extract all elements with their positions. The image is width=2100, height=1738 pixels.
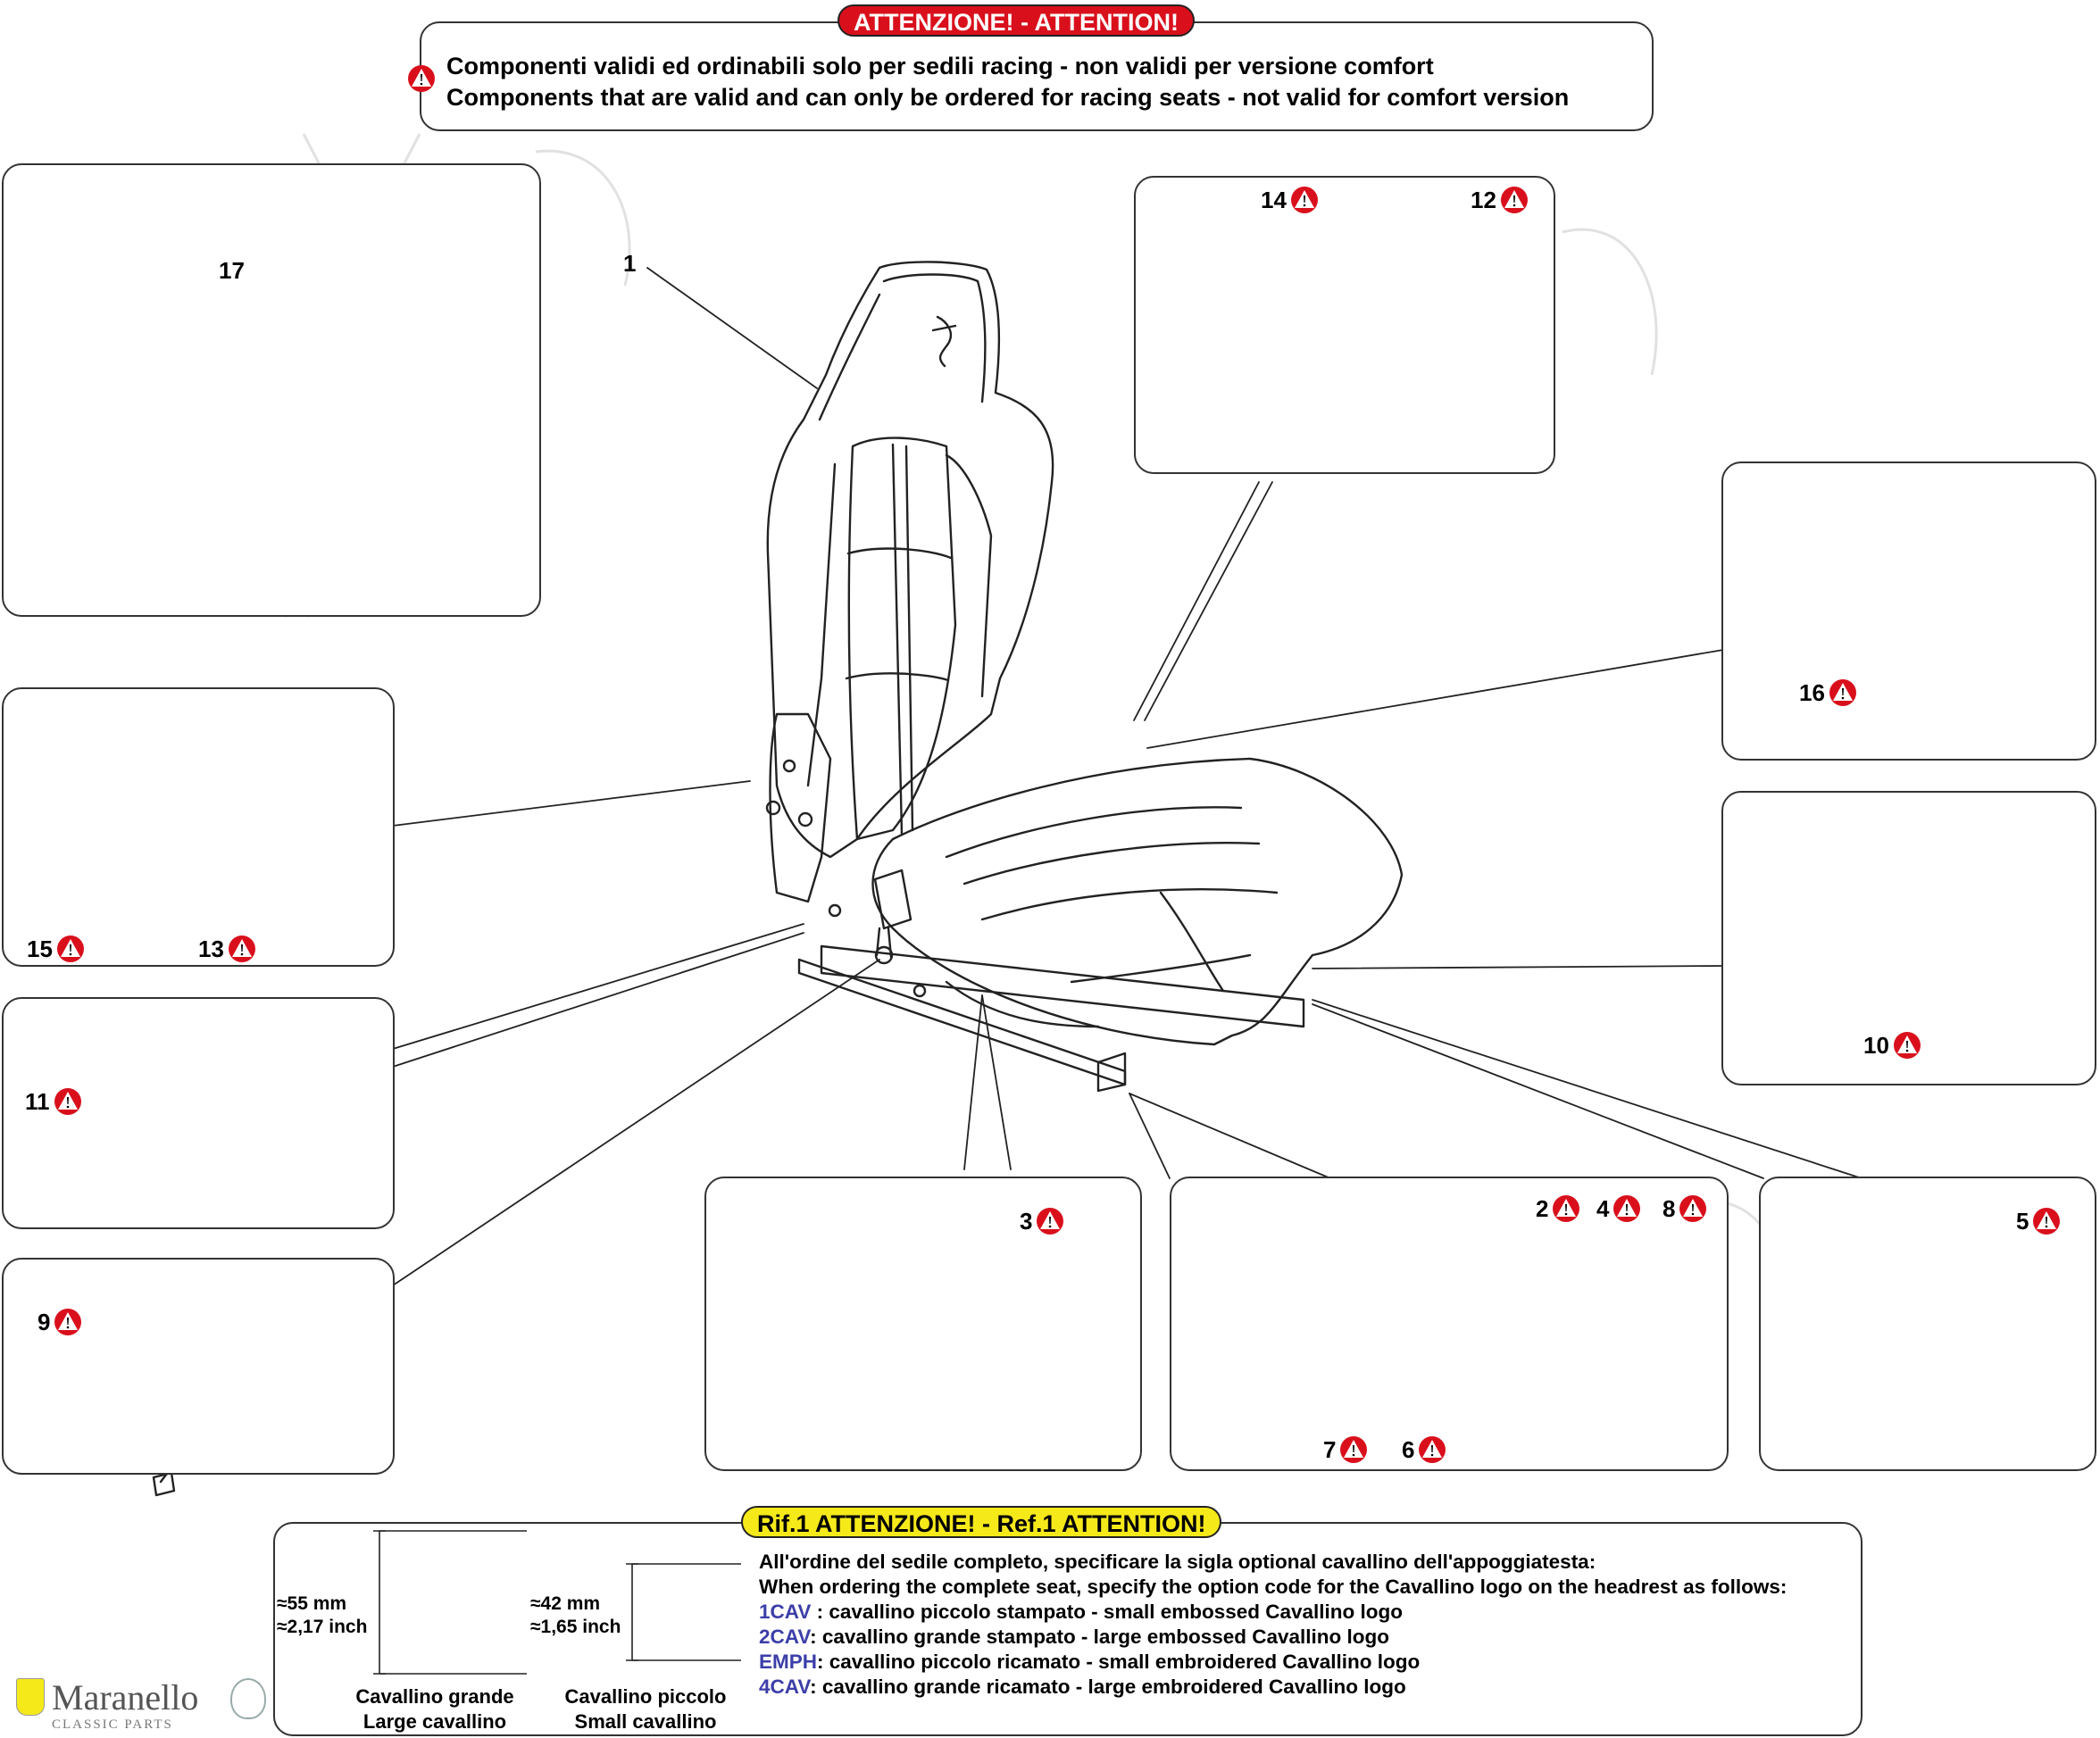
warning-icon	[228, 935, 256, 963]
attention-badge: ATTENZIONE! - ATTENTION!	[838, 4, 1195, 37]
warning-icon	[1893, 1031, 1921, 1060]
inset-part16-box	[1721, 462, 2096, 761]
callout-7: 7	[1323, 1435, 1368, 1464]
callout-4: 4	[1596, 1194, 1641, 1223]
warning-text-en: Components that are valid and can only b…	[446, 84, 1570, 111]
callout-11: 11	[25, 1087, 82, 1116]
callout-15: 15	[27, 935, 85, 963]
maserati-badge-icon	[230, 1678, 266, 1719]
callout-17: 17	[219, 257, 245, 284]
warning-icon	[56, 935, 85, 963]
callout-14: 14	[1261, 186, 1319, 214]
callout-6: 6	[1402, 1435, 1446, 1464]
callout-8: 8	[1662, 1194, 1707, 1223]
warning-icon	[54, 1087, 82, 1116]
large-size-inch: ≈2,17 inch	[277, 1617, 368, 1637]
inset-shells-box	[1134, 176, 1555, 474]
warning-icon	[54, 1308, 82, 1336]
warning-icon	[1339, 1435, 1368, 1464]
small-size-inch: ≈1,65 inch	[530, 1617, 621, 1637]
option-row: EMPH: cavallino piccolo ricamato - small…	[759, 1651, 1421, 1673]
warning-icon	[2032, 1207, 2061, 1235]
brand-subtitle: CLASSIC PARTS	[52, 1717, 173, 1732]
callout-16: 16	[1799, 678, 1857, 707]
large-size-mm: ≈55 mm	[277, 1593, 347, 1614]
inset-part9-box	[2, 1258, 395, 1475]
small-size-mm: ≈42 mm	[530, 1593, 601, 1614]
callout-3: 3	[1020, 1207, 1064, 1235]
inset-interior-box	[2, 163, 541, 617]
inset-rail-box	[1170, 1177, 1729, 1471]
warning-icon	[1290, 186, 1319, 214]
callout-13: 13	[198, 935, 256, 963]
ferrari-shield-icon	[16, 1678, 45, 1716]
note-text-en: When ordering the complete seat, specify…	[759, 1576, 1788, 1598]
ref-note-box	[273, 1522, 1862, 1736]
warning-icon	[1500, 186, 1529, 214]
seat-main-drawing	[765, 261, 1404, 1093]
callout-10: 10	[1863, 1031, 1921, 1060]
warning-icon	[1829, 678, 1857, 707]
warning-icon	[1552, 1194, 1580, 1223]
warning-text-it: Componenti validi ed ordinabili solo per…	[446, 53, 1434, 79]
note-text-it: All'ordine del sedile completo, specific…	[759, 1551, 1596, 1573]
warning-icon	[407, 64, 436, 93]
inset-part3-box	[704, 1177, 1142, 1471]
warning-icon	[1679, 1194, 1707, 1223]
option-row: 1CAV : cavallino piccolo stampato - smal…	[759, 1601, 1404, 1623]
option-row: 2CAV: cavallino grande stampato - large …	[759, 1626, 1390, 1648]
callout-1: 1	[623, 250, 637, 277]
option-row: 4CAV: cavallino grande ricamato - large …	[759, 1676, 1406, 1698]
callout-5: 5	[2016, 1207, 2061, 1235]
warning-icon	[1036, 1207, 1064, 1235]
callout-9: 9	[38, 1308, 82, 1336]
ref-attention-badge: Rif.1 ATTENZIONE! - Ref.1 ATTENTION!	[741, 1506, 1222, 1538]
callout-2: 2	[1536, 1194, 1580, 1223]
inset-covers-box	[2, 687, 395, 967]
callout-12: 12	[1471, 186, 1529, 214]
warning-icon	[1418, 1435, 1446, 1464]
brand-name: Maranello	[52, 1677, 199, 1717]
warning-icon	[1612, 1194, 1641, 1223]
